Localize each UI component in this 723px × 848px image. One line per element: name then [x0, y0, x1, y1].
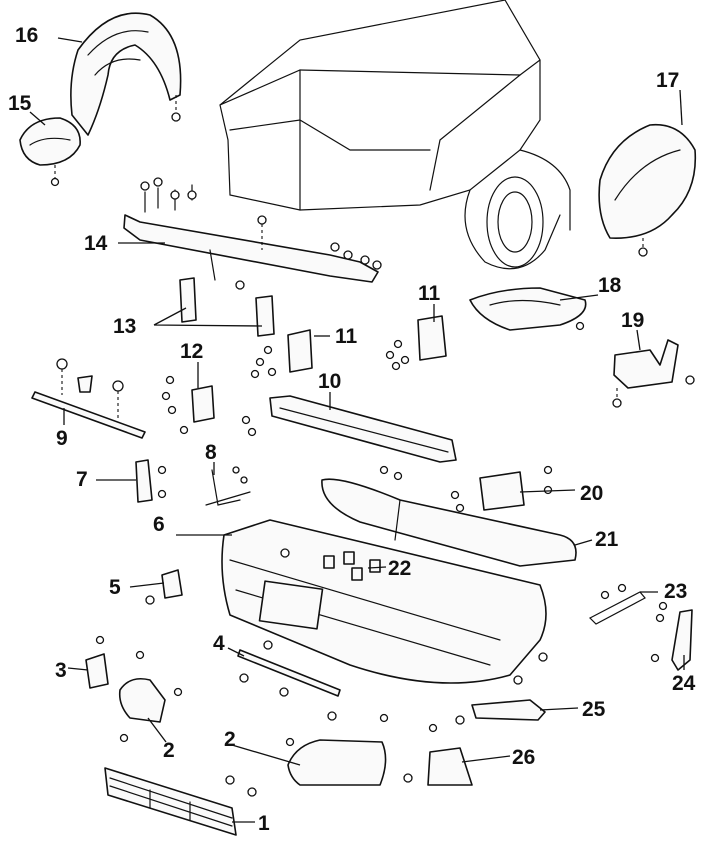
radiator-grille — [104, 767, 237, 836]
callout-23: 23 — [664, 580, 687, 603]
bracket-5 — [145, 569, 183, 605]
under-cover — [469, 287, 587, 331]
fog-lamp-left — [118, 650, 183, 743]
bracket-23 — [588, 583, 668, 625]
callout-2-headlamp: 2 — [224, 728, 236, 751]
washer-tank — [612, 339, 695, 408]
bumper-cover — [221, 519, 548, 685]
turn-signal-lamp — [455, 699, 546, 725]
leader-lines — [29, 37, 685, 823]
headlamp — [247, 713, 413, 797]
callout-17: 17 — [656, 69, 679, 92]
side-bracket — [650, 609, 693, 671]
callout-18: 18 — [598, 274, 622, 297]
energy-absorber — [321, 478, 577, 567]
bumper-reinforcement — [241, 395, 457, 481]
callout-1: 1 — [258, 812, 270, 835]
callout-25: 25 — [582, 698, 606, 721]
callout-2-fog-lamp: 2 — [163, 739, 175, 762]
fender-liner-right — [598, 123, 697, 257]
support-brackets — [179, 277, 275, 337]
side-marker-lamp — [427, 723, 473, 786]
callout-9: 9 — [56, 427, 68, 450]
callout-19: 19 — [621, 309, 644, 332]
callout-numbers: 1 2 2 3 4 5 6 7 8 9 10 11 11 12 13 14 15… — [8, 24, 696, 835]
callout-4: 4 — [213, 632, 225, 655]
callout-13: 13 — [113, 315, 136, 338]
callout-21: 21 — [595, 528, 619, 551]
callout-24: 24 — [672, 672, 696, 695]
callout-20: 20 — [580, 482, 603, 505]
clips — [323, 551, 381, 581]
callout-5: 5 — [109, 576, 121, 599]
bracket-3 — [85, 635, 109, 689]
bracket-11-left — [250, 329, 313, 379]
bracket-11-right — [385, 315, 447, 371]
callout-11-left: 11 — [335, 325, 358, 348]
car-body-outline — [219, 0, 571, 270]
callout-3: 3 — [55, 659, 67, 682]
wire-harness — [205, 466, 251, 506]
upper-support-bar — [123, 177, 382, 283]
bracket-12 — [161, 375, 215, 435]
callout-16: 16 — [15, 24, 38, 47]
callout-26: 26 — [512, 746, 535, 769]
callout-22: 22 — [388, 557, 411, 580]
bracket-20 — [450, 465, 553, 513]
molding-strip — [31, 358, 146, 439]
callout-11-right: 11 — [418, 282, 441, 305]
lower-molding — [237, 649, 341, 721]
mud-guard — [19, 117, 81, 187]
callout-14: 14 — [84, 232, 108, 255]
fender-liner-left — [70, 12, 182, 136]
callout-10: 10 — [318, 370, 341, 393]
callout-8: 8 — [205, 441, 217, 464]
callout-15: 15 — [8, 92, 32, 115]
callout-7: 7 — [76, 468, 88, 491]
bracket-7 — [135, 459, 167, 503]
callout-6: 6 — [153, 513, 165, 536]
callout-12: 12 — [180, 340, 203, 363]
